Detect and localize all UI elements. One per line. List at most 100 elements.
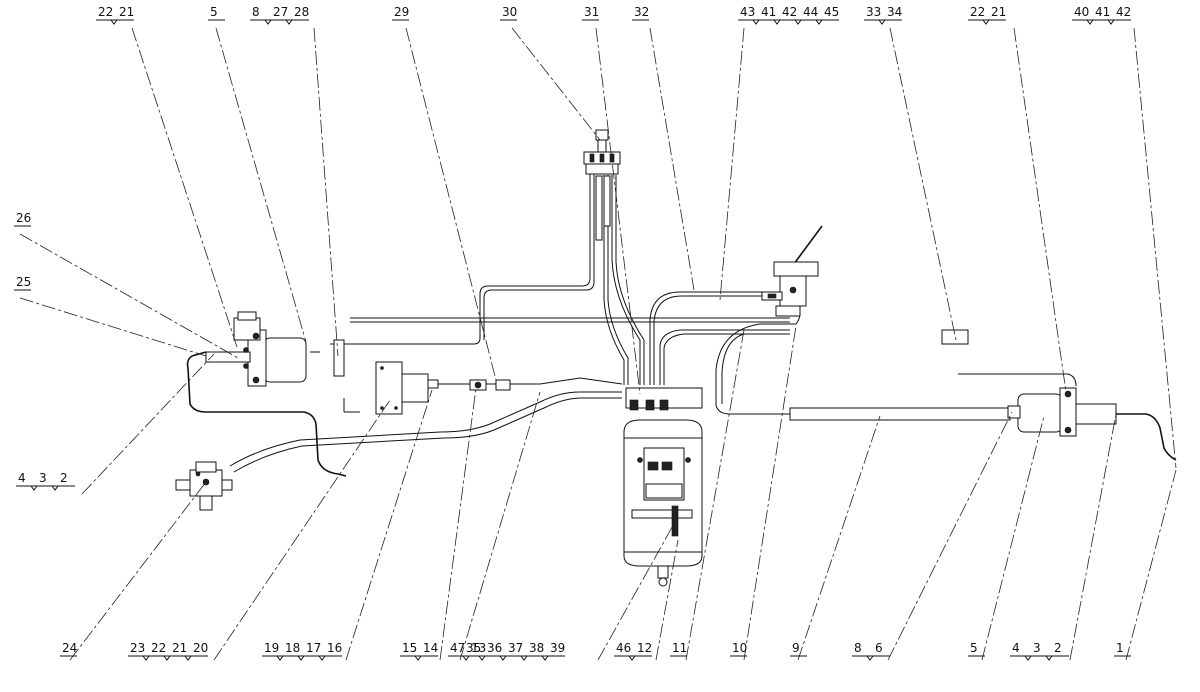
callout-top-t10: 22 21 xyxy=(968,5,1006,25)
callout-underline xyxy=(400,655,438,661)
callout-top-t2: 5 xyxy=(208,5,225,21)
callout-bottom-b8: 11 xyxy=(670,641,687,657)
callout-number: 10 xyxy=(732,641,747,655)
callout-underline xyxy=(1010,655,1069,661)
callout-number: 46 xyxy=(616,641,631,655)
callout-number: 18 xyxy=(285,641,300,655)
pipework xyxy=(186,170,1177,477)
callout-number: 21 xyxy=(172,641,187,655)
callout-underline xyxy=(464,655,565,661)
leader-lines xyxy=(19,27,1177,661)
callout-underline xyxy=(262,655,342,661)
callout-number: 43 xyxy=(740,5,755,19)
callout-left-l2: 25 xyxy=(14,275,31,291)
callout-number: 31 xyxy=(584,5,599,19)
callout-number: 45 xyxy=(824,5,839,19)
callout-top-t3: 8 27 28 xyxy=(250,5,309,25)
callout-top-t5: 30 xyxy=(500,5,517,21)
hand-control-valve xyxy=(583,129,621,241)
callout-underline xyxy=(16,485,75,491)
callout-number: 6 xyxy=(875,641,883,655)
callout-number: 11 xyxy=(672,641,687,655)
quick-release-valve xyxy=(175,461,233,511)
callout-number: 41 xyxy=(1095,5,1110,19)
callout-number: 42 xyxy=(1116,5,1131,19)
callout-number: 2 xyxy=(1054,641,1062,655)
callout-number: 29 xyxy=(394,5,409,19)
callout-number: 12 xyxy=(637,641,652,655)
callout-bottom-b5: 47 13 xyxy=(448,641,486,661)
callout-number: 32 xyxy=(634,5,649,19)
callout-number: 44 xyxy=(803,5,818,19)
callout-number: 33 xyxy=(866,5,881,19)
callout-bottom-b9: 10 xyxy=(730,641,747,657)
callout-number: 8 xyxy=(252,5,260,19)
callout-underline xyxy=(864,19,902,25)
relay-valve-box xyxy=(333,339,439,415)
callout-number: 34 xyxy=(887,5,902,19)
callout-underline xyxy=(1072,19,1131,25)
callout-number: 21 xyxy=(119,5,134,19)
callout-number: 20 xyxy=(193,641,208,655)
callout-underline xyxy=(852,655,890,661)
callout-number: 4 xyxy=(18,471,26,485)
right-brake-chamber xyxy=(941,329,1117,437)
callout-number: 30 xyxy=(502,5,517,19)
callout-underline xyxy=(968,19,1006,25)
callout-underline xyxy=(614,655,652,661)
callout-number: 14 xyxy=(423,641,438,655)
callout-left-l1: 26 xyxy=(14,211,31,227)
callout-underline xyxy=(738,19,839,25)
callout-number: 8 xyxy=(854,641,862,655)
callout-number: 26 xyxy=(16,211,31,225)
callout-number: 42 xyxy=(782,5,797,19)
callout-bottom-b12: 5 xyxy=(968,641,985,657)
callout-top-t4: 29 xyxy=(392,5,409,21)
callout-number: 25 xyxy=(16,275,31,289)
callout-bottom-b10: 9 xyxy=(790,641,807,657)
callout-number: 5 xyxy=(210,5,218,19)
mid-fittings xyxy=(469,379,511,391)
callout-number: 28 xyxy=(294,5,309,19)
callout-number: 22 xyxy=(98,5,113,19)
callout-number: 22 xyxy=(970,5,985,19)
callout-number: 4 xyxy=(1012,641,1020,655)
callout-number: 3 xyxy=(1033,641,1041,655)
callout-top-t9: 33 34 xyxy=(864,5,902,25)
callout-number: 36 xyxy=(487,641,502,655)
callout-number: 37 xyxy=(508,641,523,655)
callout-number: 13 xyxy=(471,641,486,655)
callout-bottom-b7: 46 12 xyxy=(614,641,652,661)
callout-number: 1 xyxy=(1116,641,1124,655)
callout-number: 47 xyxy=(450,641,465,655)
brake-pedal-valve xyxy=(761,225,823,317)
callout-number: 24 xyxy=(62,641,77,655)
callout-top-t1: 22 21 xyxy=(96,5,134,25)
air-reservoir xyxy=(623,387,703,587)
callout-top-t8: 43 41 42 44 45 xyxy=(738,5,839,25)
callout-underline xyxy=(128,655,208,661)
callout-number: 22 xyxy=(151,641,166,655)
callout-number: 21 xyxy=(991,5,1006,19)
callout-underline xyxy=(96,19,134,25)
callout-number: 2 xyxy=(60,471,68,485)
callout-number: 3 xyxy=(39,471,47,485)
callout-number: 41 xyxy=(761,5,776,19)
callout-number: 39 xyxy=(550,641,565,655)
callout-number: 27 xyxy=(273,5,288,19)
callout-number: 15 xyxy=(402,641,417,655)
callout-underline xyxy=(250,19,309,25)
callout-number: 17 xyxy=(306,641,321,655)
callout-bottom-b1: 24 xyxy=(60,641,77,657)
callout-number: 9 xyxy=(792,641,800,655)
left-brake-chamber xyxy=(205,311,320,387)
